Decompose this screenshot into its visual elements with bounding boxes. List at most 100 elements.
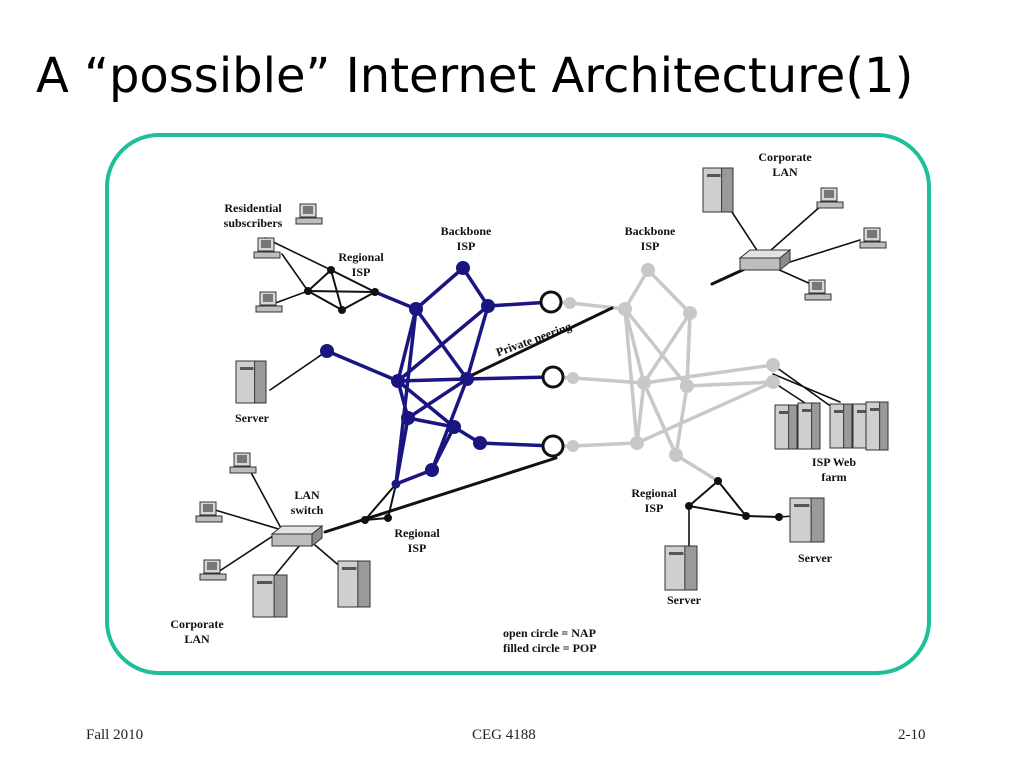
server-icon <box>702 167 734 213</box>
access-link <box>745 515 780 518</box>
access-link <box>688 505 747 517</box>
backbone-link <box>406 377 469 420</box>
label-private-peering: Private peering <box>494 319 573 359</box>
backbone-link <box>571 376 646 385</box>
device-link <box>217 529 283 573</box>
label-server: Server <box>798 551 833 565</box>
server-icon <box>235 360 267 404</box>
nap-node <box>539 290 563 314</box>
server-icon <box>252 574 288 618</box>
backbone-link <box>685 380 775 388</box>
pop-node <box>371 288 379 296</box>
device-link <box>214 509 283 531</box>
device-link <box>761 204 823 259</box>
pop-node <box>304 287 312 295</box>
backbone-link <box>396 304 490 383</box>
pop-node <box>714 477 722 485</box>
pop-node <box>473 436 487 450</box>
backbone-link <box>646 268 692 315</box>
access-link <box>387 483 397 519</box>
backbone-link <box>465 375 555 381</box>
access-link <box>717 480 747 517</box>
workstation-icon <box>255 291 283 313</box>
device-link <box>247 466 283 531</box>
pop-node <box>361 516 369 524</box>
workstation-icon <box>229 452 257 474</box>
diagram-frame <box>105 133 931 675</box>
server-icon <box>337 560 371 608</box>
pop-node <box>338 306 346 314</box>
nap-node <box>541 434 565 458</box>
pop-node <box>320 344 334 358</box>
pop-node <box>766 375 780 389</box>
workstation-icon <box>253 237 281 259</box>
device-link <box>269 350 328 391</box>
pop-node <box>384 514 392 522</box>
pop-node <box>775 513 783 521</box>
legend-item: open circle = NAP <box>503 626 596 640</box>
backbone-link <box>635 380 775 445</box>
access-link <box>307 290 343 311</box>
pop-node <box>391 374 405 388</box>
pop-node <box>425 463 439 477</box>
backbone-link <box>642 311 692 385</box>
backbone-link <box>623 307 646 385</box>
pop-node <box>641 263 655 277</box>
pop-node <box>456 261 470 275</box>
network-devices <box>195 167 889 618</box>
lan-switch-icon <box>270 524 324 548</box>
device-link <box>772 373 841 403</box>
backbone-link <box>406 416 456 429</box>
backbone-link <box>461 266 490 308</box>
corporate-lan-link <box>323 456 558 534</box>
device-link <box>264 237 332 271</box>
backbone-link <box>394 307 418 486</box>
access-link <box>688 480 719 507</box>
backbone-link <box>642 381 678 457</box>
pop-node <box>680 379 694 393</box>
pop-node <box>564 297 576 309</box>
pop-node <box>327 266 335 274</box>
workstation-icon <box>295 203 323 225</box>
backbone-link <box>623 268 650 311</box>
access-link <box>330 269 376 293</box>
server-icon <box>789 497 825 543</box>
backbone-link <box>373 290 418 311</box>
server-icon <box>829 403 853 449</box>
workstation-icon <box>199 559 227 581</box>
backbone-link <box>478 441 555 448</box>
access-link <box>307 290 376 293</box>
pop-node <box>391 479 401 489</box>
device-link <box>727 205 763 259</box>
pop-node <box>630 436 644 450</box>
backbone-link <box>623 307 689 388</box>
backbone-link <box>414 266 465 311</box>
access-link <box>330 269 343 311</box>
pop-node <box>742 512 750 520</box>
backbone-link <box>674 453 720 483</box>
private-peering-link <box>464 306 614 380</box>
slide-title: A “possible” Internet Architecture(1) <box>36 48 914 104</box>
pop-node <box>637 376 651 390</box>
backbone-link <box>623 307 639 445</box>
label-server: Server <box>235 411 270 425</box>
pop-node <box>685 502 693 510</box>
server-icon <box>664 545 698 591</box>
pop-node <box>401 411 415 425</box>
server-icon <box>797 402 821 450</box>
pop-node <box>447 420 461 434</box>
workstation-icon <box>804 279 832 301</box>
backbone-link <box>635 381 646 445</box>
legend-item: filled circle = POP <box>503 641 597 655</box>
device-link <box>774 267 814 286</box>
pop-node <box>618 302 632 316</box>
